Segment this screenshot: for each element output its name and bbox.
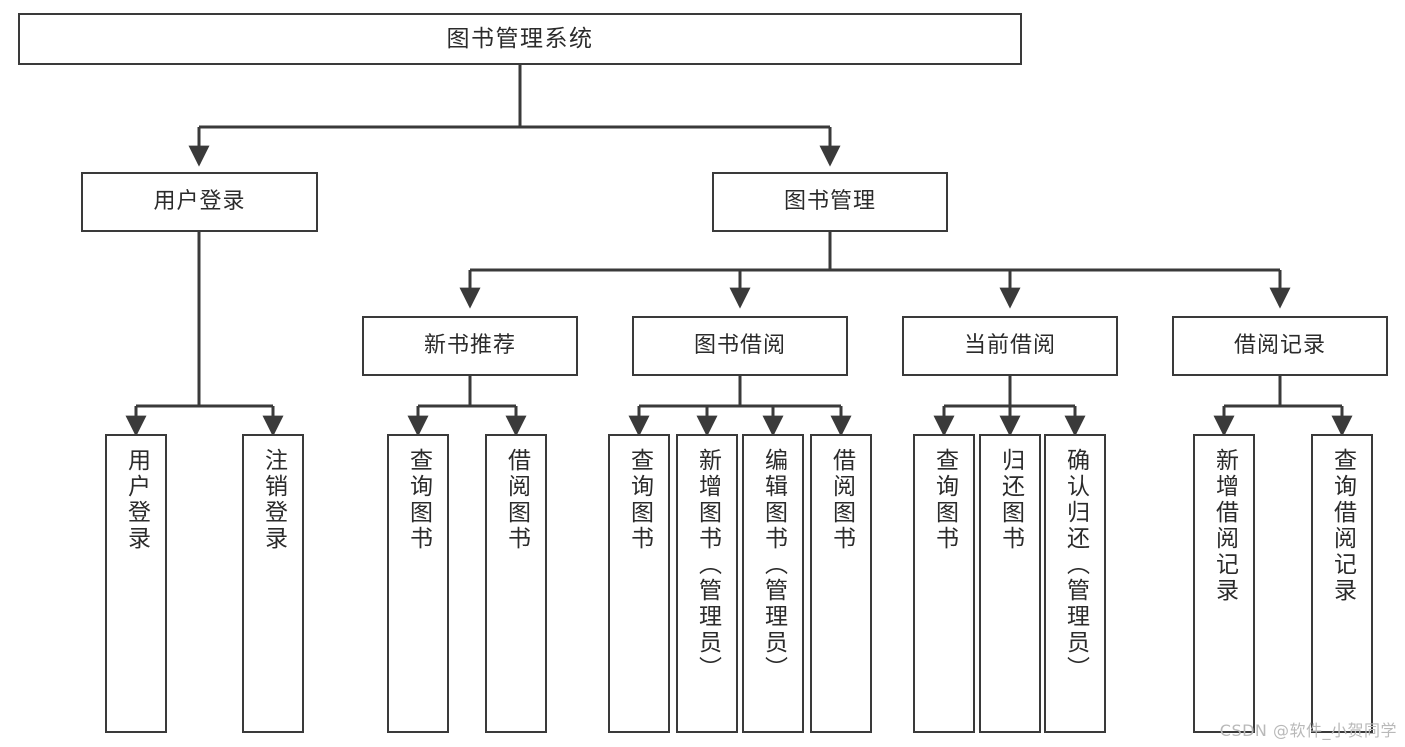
node-leaf-rec-query-label: 查询图书 bbox=[405, 448, 432, 552]
node-book-manage-label: 图书管理 bbox=[783, 188, 876, 214]
node-leaf-cur-confirm[interactable]: 确认归还（管理员） bbox=[1044, 434, 1106, 733]
node-leaf-cur-confirm-label: 确认归还（管理员） bbox=[1062, 448, 1089, 682]
node-leaf-cur-query[interactable]: 查询图书 bbox=[913, 434, 975, 733]
node-new-book-rec[interactable]: 新书推荐 bbox=[362, 316, 578, 376]
edge-group-book-manage bbox=[459, 232, 1291, 309]
node-leaf-cur-return-label: 归还图书 bbox=[997, 448, 1024, 552]
node-book-borrow-label: 图书借阅 bbox=[693, 332, 786, 358]
edge-group-root bbox=[188, 65, 841, 167]
node-leaf-rec-query[interactable]: 查询图书 bbox=[387, 434, 449, 733]
edge-group-current-borrow bbox=[933, 376, 1086, 437]
node-leaf-user-logout[interactable]: 注销登录 bbox=[242, 434, 304, 733]
node-root[interactable]: 图书管理系统 bbox=[18, 13, 1022, 65]
edge-group-book-borrow bbox=[628, 376, 852, 437]
node-leaf-borrow-lend[interactable]: 借阅图书 bbox=[810, 434, 872, 733]
node-leaf-borrow-add[interactable]: 新增图书（管理员） bbox=[676, 434, 738, 733]
node-book-manage[interactable]: 图书管理 bbox=[712, 172, 948, 232]
node-borrow-record-label: 借阅记录 bbox=[1233, 332, 1326, 358]
node-leaf-borrow-lend-label: 借阅图书 bbox=[828, 448, 855, 552]
node-leaf-user-login[interactable]: 用户登录 bbox=[105, 434, 167, 733]
node-leaf-rec-borrow[interactable]: 借阅图书 bbox=[485, 434, 547, 733]
node-leaf-user-logout-label: 注销登录 bbox=[260, 448, 287, 552]
node-current-borrow-label: 当前借阅 bbox=[963, 332, 1056, 358]
node-leaf-borrow-add-label: 新增图书（管理员） bbox=[694, 448, 721, 682]
node-book-borrow[interactable]: 图书借阅 bbox=[632, 316, 848, 376]
node-leaf-rec-add[interactable]: 新增借阅记录 bbox=[1193, 434, 1255, 733]
csdn-watermark: CSDN @软件_小贺同学 bbox=[1219, 721, 1397, 740]
node-leaf-borrow-query-label: 查询图书 bbox=[626, 448, 653, 552]
node-user-login-label: 用户登录 bbox=[153, 188, 246, 214]
node-leaf-cur-query-label: 查询图书 bbox=[931, 448, 958, 552]
node-leaf-borrow-edit-label: 编辑图书（管理员） bbox=[760, 448, 787, 682]
node-new-book-rec-label: 新书推荐 bbox=[423, 332, 516, 358]
node-leaf-borrow-edit[interactable]: 编辑图书（管理员） bbox=[742, 434, 804, 733]
edge-group-user-login bbox=[125, 232, 284, 437]
node-current-borrow[interactable]: 当前借阅 bbox=[902, 316, 1118, 376]
node-leaf-user-login-label: 用户登录 bbox=[123, 448, 150, 552]
edge-group-new-book-rec bbox=[407, 376, 527, 437]
edge-group-borrow-record bbox=[1213, 376, 1353, 437]
node-root-label: 图书管理系统 bbox=[446, 25, 594, 52]
node-borrow-record[interactable]: 借阅记录 bbox=[1172, 316, 1388, 376]
node-leaf-borrow-query[interactable]: 查询图书 bbox=[608, 434, 670, 733]
node-leaf-rec-query2[interactable]: 查询借阅记录 bbox=[1311, 434, 1373, 733]
node-leaf-cur-return[interactable]: 归还图书 bbox=[979, 434, 1041, 733]
node-leaf-rec-add-label: 新增借阅记录 bbox=[1211, 448, 1238, 604]
node-leaf-rec-borrow-label: 借阅图书 bbox=[503, 448, 530, 552]
node-user-login[interactable]: 用户登录 bbox=[81, 172, 318, 232]
node-leaf-rec-query2-label: 查询借阅记录 bbox=[1329, 448, 1356, 604]
